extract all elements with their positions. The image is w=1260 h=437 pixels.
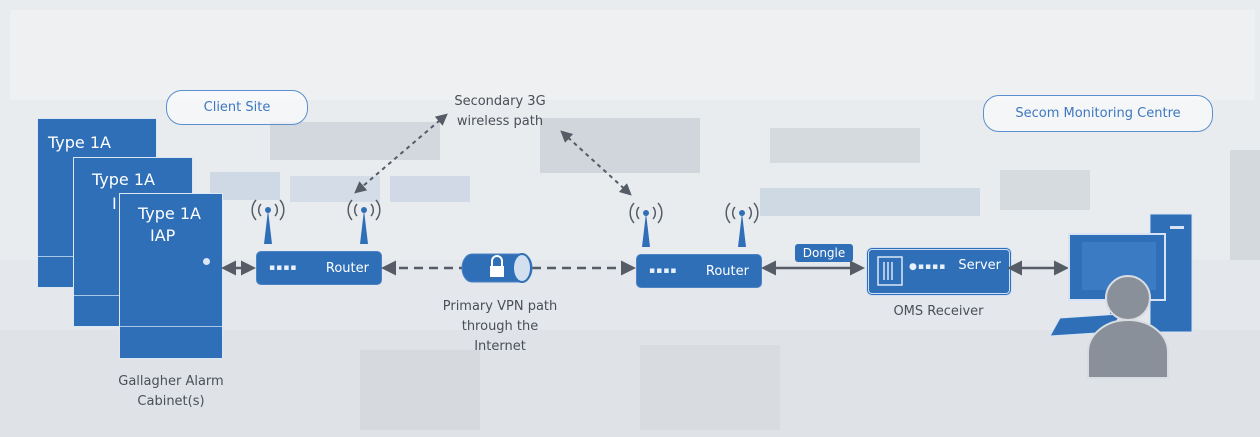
primary-path-line1: Primary VPN path <box>442 299 558 314</box>
dongle-label: Dongle <box>802 246 846 260</box>
secondary-path-line2: wireless path <box>456 114 544 129</box>
antenna-icon <box>629 202 663 247</box>
dongle: Dongle <box>795 244 853 262</box>
router-left-label: Router <box>325 261 369 276</box>
cabinet-back-label: Type 1A <box>48 133 111 152</box>
cabinet-caption-line2: Cabinet(s) <box>137 394 205 409</box>
person-icon <box>1087 275 1169 379</box>
cabinet-front-divider <box>120 326 222 327</box>
cabinet-middle-label: Type 1A <box>92 170 155 189</box>
secondary-path-right-link <box>560 130 632 196</box>
monitoring-centre-pill: Secom Monitoring Centre <box>983 95 1213 132</box>
router-left: ▪▪▪▪ Router <box>256 251 382 285</box>
cabinet-front: Type 1A IAP <box>119 193 223 359</box>
client-site-pill: Client Site <box>166 90 308 125</box>
server-indicator: ●▪▪▪▪ <box>909 262 947 272</box>
secondary-path-line1: Secondary 3G <box>454 94 546 109</box>
router-right-ports: ▪▪▪▪ <box>649 266 678 276</box>
router-right: ▪▪▪▪ Router <box>636 254 762 288</box>
server-label: Server <box>958 258 1001 273</box>
cabinet-front-sub: IAP <box>150 226 176 245</box>
oms-receiver-caption: OMS Receiver <box>893 304 984 319</box>
cabinet-indicator-dot <box>203 258 210 265</box>
antenna-icon <box>251 199 285 244</box>
monitoring-centre-label: Secom Monitoring Centre <box>1015 106 1181 121</box>
router-right-label: Router <box>705 264 749 279</box>
primary-path-line2: through the <box>461 319 539 334</box>
antenna-icon <box>725 202 759 247</box>
cabinet-middle-sub: I <box>112 194 117 213</box>
router-left-ports: ▪▪▪▪ <box>269 263 298 273</box>
secondary-path-left-link <box>354 113 448 194</box>
secondary-path-label: Secondary 3G wireless path <box>430 92 570 132</box>
primary-path-label: Primary VPN path through the Internet <box>425 297 575 357</box>
server-rack-icon <box>877 256 903 286</box>
cabinet-front-label: Type 1A <box>138 204 201 223</box>
antenna-icon <box>347 199 381 244</box>
client-site-label: Client Site <box>203 100 271 115</box>
primary-path-line3: Internet <box>474 339 526 354</box>
cabinet-caption: Gallagher Alarm Cabinet(s) <box>96 372 246 412</box>
lock-icon <box>461 253 533 283</box>
cabinet-caption-line1: Gallagher Alarm <box>118 374 224 389</box>
